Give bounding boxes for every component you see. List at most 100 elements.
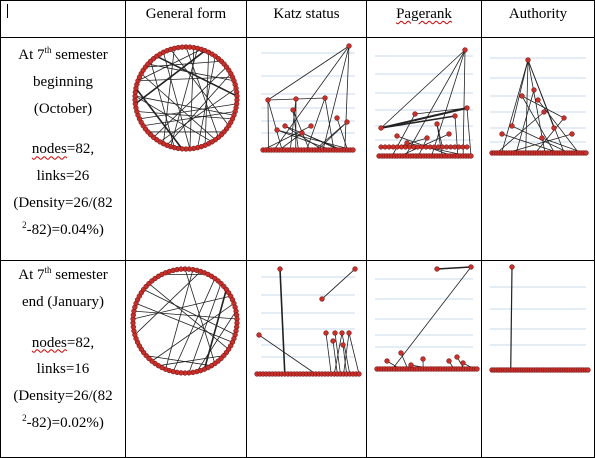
graph-edge [466, 107, 472, 157]
column-divider [246, 0, 247, 458]
graph-edge [267, 45, 350, 101]
graph-node [344, 119, 350, 125]
graph-edge [501, 59, 529, 154]
graph-edge [334, 332, 341, 375]
graph-node [464, 144, 470, 150]
graph-edge [158, 355, 224, 367]
graph-edge [172, 278, 216, 372]
graph-node [462, 47, 468, 53]
header-divider [0, 37, 595, 38]
pagerank-graph-october [375, 47, 474, 159]
graph-node [519, 93, 525, 99]
graph-node [394, 133, 400, 139]
graph-node [569, 131, 575, 137]
graph-node [531, 87, 537, 93]
graph-edge [510, 266, 513, 371]
graph-edge [162, 48, 175, 144]
graph-node [384, 358, 390, 364]
graph-node [468, 264, 474, 270]
graph-edge [146, 355, 212, 367]
graph-edge [276, 129, 332, 151]
graph-node [561, 115, 567, 121]
graph-edge [143, 289, 236, 336]
graph-edge [511, 59, 529, 127]
graph-node [378, 125, 384, 131]
graph-edge [135, 87, 183, 150]
graph-edge [143, 111, 236, 127]
graph-node [446, 358, 452, 364]
graph-node [509, 264, 515, 270]
graph-node [420, 356, 426, 362]
graph-node [585, 367, 591, 373]
graph-edge [165, 269, 194, 370]
graph-edge [148, 283, 229, 350]
graph-node [308, 123, 314, 129]
graph-node [452, 113, 458, 119]
graph-node [350, 147, 356, 153]
graph-edge [139, 103, 237, 120]
graph-edge [400, 352, 409, 370]
graph-edge [292, 109, 310, 151]
graph-edge [325, 332, 332, 375]
graph-node [179, 44, 185, 50]
katz-graph-january [254, 266, 362, 377]
graph-node [352, 266, 358, 272]
graph-edge [150, 61, 175, 148]
graph-edge [436, 123, 443, 148]
row-label-october: At 7th semester beginning (October) node… [13, 45, 113, 238]
graph-edge [324, 97, 335, 151]
graph-edge [135, 303, 233, 343]
graph-edge [134, 95, 235, 116]
graph-node [539, 135, 545, 141]
graph-node [398, 350, 404, 356]
header-authority: Authority [508, 6, 568, 22]
graph-node [535, 97, 541, 103]
graph-edge [436, 123, 443, 157]
graph-edge [525, 59, 529, 154]
graph-edge [317, 121, 348, 151]
katz-graph-october [260, 43, 356, 153]
graph-edge [496, 111, 545, 154]
graph-edge [276, 129, 354, 151]
graph-edge [322, 45, 350, 151]
graph-node [525, 57, 531, 63]
graph-node [408, 362, 414, 368]
graph-node [339, 330, 345, 336]
graph-node [404, 140, 410, 146]
graph-edge [156, 55, 238, 97]
graph-node [322, 95, 328, 101]
graph-node [330, 338, 336, 344]
graph-node [434, 266, 440, 272]
graph-node [323, 330, 329, 336]
general-form-graph-january [130, 266, 240, 376]
graph-edge [414, 107, 468, 115]
graph-edge [132, 295, 231, 320]
graph-edge [273, 45, 350, 151]
graph-edge [454, 115, 459, 157]
graph-edge [537, 99, 580, 154]
graph-edge [404, 49, 466, 157]
table-border-top [0, 0, 595, 1]
row-label-january: At 7th semester end (January) nodes=82, … [13, 265, 113, 431]
graph-node [583, 150, 589, 156]
graph-node [446, 131, 452, 137]
graph-node [282, 123, 288, 129]
graph-edge [462, 49, 466, 157]
graph-node [277, 266, 283, 272]
graph-edge [159, 87, 237, 143]
graph-edge [431, 49, 466, 157]
text-cursor [7, 4, 8, 18]
graph-edge [321, 268, 356, 300]
graph-edge [333, 332, 343, 375]
graph-edge [166, 73, 232, 146]
graph-edge [204, 52, 210, 146]
graph-edge [136, 111, 233, 120]
graph-node [178, 266, 184, 272]
graph-edge [336, 117, 348, 151]
graph-edge [380, 49, 466, 129]
graph-node [290, 107, 296, 113]
graph-node [332, 330, 338, 336]
graph-edge [535, 117, 565, 154]
graph-edge [151, 303, 235, 362]
graph-edge [392, 266, 472, 370]
